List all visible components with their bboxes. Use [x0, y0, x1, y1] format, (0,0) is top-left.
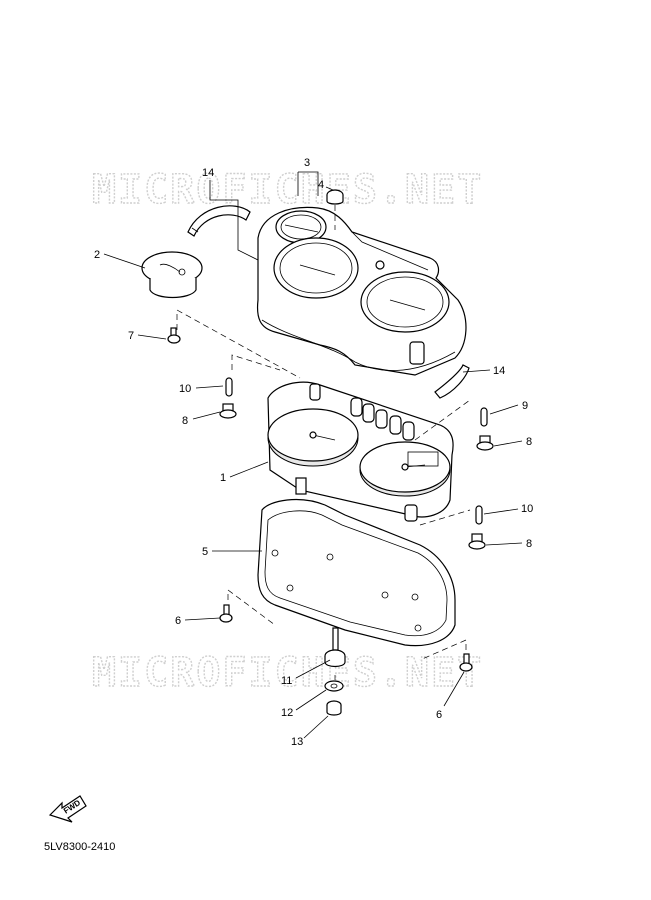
- callout-3: 3: [304, 157, 310, 169]
- part-6-screw-left: [219, 604, 233, 623]
- part-12-washer: [324, 680, 344, 692]
- callout-14-lower: 14: [493, 365, 505, 377]
- part-7-screw: [167, 327, 181, 344]
- callout-2: 2: [94, 249, 100, 261]
- callout-8-left: 8: [182, 415, 188, 427]
- callout-6-left: 6: [175, 615, 181, 627]
- watermark-top: MICROFICHES.NET: [92, 167, 483, 213]
- watermark-bottom: MICROFICHES.NET: [92, 650, 483, 696]
- diagram-code: 5LV8300-2410: [44, 841, 115, 853]
- callout-11: 11: [281, 675, 292, 687]
- part-10-pin-right: [475, 505, 483, 525]
- meter-assembly: [267, 381, 454, 522]
- callout-7: 7: [128, 330, 134, 342]
- upper-meter-case: [256, 206, 467, 376]
- part-13-nut: [326, 700, 342, 716]
- callout-6-right: 6: [436, 709, 442, 721]
- callout-8-right-lower: 8: [526, 538, 532, 550]
- part-8-nut-left: [219, 403, 237, 419]
- callout-1: 1: [220, 472, 226, 484]
- part-14-band-lower: [434, 364, 470, 399]
- leader-lines: [103, 171, 523, 739]
- callout-8-right-upper: 8: [526, 436, 532, 448]
- part-9-pin: [480, 407, 488, 427]
- callout-4: 4: [318, 179, 324, 191]
- part-4-grommet: [326, 189, 344, 205]
- part-14-band-upper: [187, 205, 251, 237]
- callout-9: 9: [522, 400, 528, 412]
- indicator-lamps: [350, 397, 415, 441]
- callout-10-right: 10: [521, 503, 533, 515]
- lower-meter-case: [257, 499, 456, 647]
- part-8-nut-right-lower: [468, 533, 486, 550]
- part-10-pin-left: [225, 377, 233, 397]
- callout-labels: 3 4 14 2 7 14 10 8 9 8 1 10 5 8 6 11 12 …: [94, 157, 533, 748]
- callout-13: 13: [291, 736, 303, 748]
- assembly-lines: [176, 205, 471, 680]
- fwd-arrow-icon: FWD: [48, 795, 87, 823]
- part-6-screw-right: [459, 653, 473, 672]
- callout-14-upper: 14: [202, 167, 214, 179]
- part-8-nut-right-upper: [476, 435, 494, 451]
- callout-5: 5: [202, 546, 208, 558]
- part-11-grommet: [324, 627, 346, 668]
- callout-10-left: 10: [179, 383, 191, 395]
- part-2-cap: [141, 251, 203, 299]
- callout-12: 12: [281, 707, 293, 719]
